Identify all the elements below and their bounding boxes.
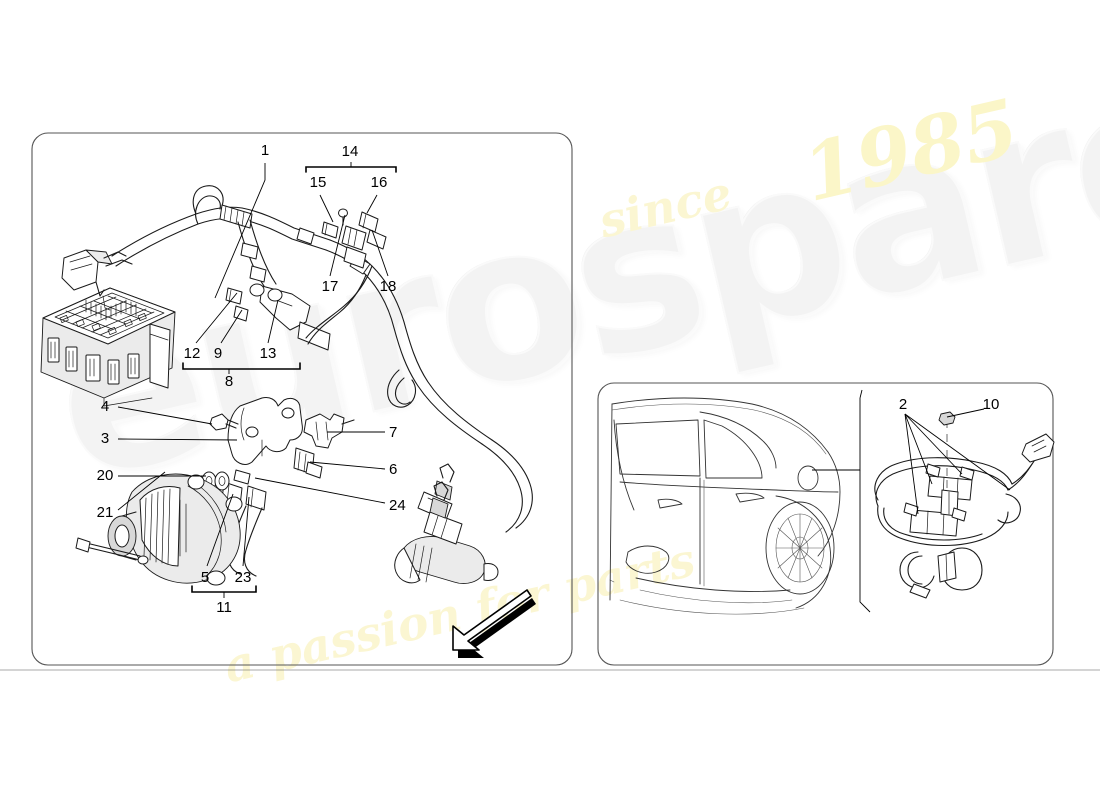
callout-label-10: 10 [982,396,1000,413]
starter-motor [394,481,499,584]
callout-leader-21 [117,471,166,511]
alternator [75,473,243,586]
callout-label-4: 4 [100,398,110,415]
clamp-6 [293,447,323,479]
callout-label-24: 24 [389,497,406,514]
callout-label-1: 1 [260,142,270,159]
callout-label-11: 11 [216,599,232,616]
callout-label-5: 5 [200,569,210,586]
nut-10 [938,411,956,426]
vehicle-rear-three-quarter-view [609,397,841,615]
callout-label-17: 17 [321,278,339,295]
callout-label-20: 20 [96,467,114,484]
fastener-group-14 [321,208,387,269]
callout-label-2: 2 [898,396,908,413]
callout-leader-6 [309,461,386,470]
callout-label-12: 12 [183,345,201,362]
connector-7 [303,413,355,449]
callout-leader-13 [267,299,279,344]
callout-label-8: 8 [224,373,234,390]
fastener-group-8 [225,283,283,322]
callout-leader-4 [117,406,213,425]
leader-lines-vehicle [946,408,985,418]
callout-leader-17 [329,214,346,277]
vehicle-callout-leader [812,398,861,471]
callout-leader-3 [117,438,238,441]
callout-leader-23 [242,496,250,567]
vehicle-location-panel [597,382,1054,666]
callout-leader-18 [371,229,389,277]
fuse-box [40,287,176,407]
callout-leader-1 [214,163,266,299]
callout-leader-9 [220,309,243,344]
callout-leader-10 [946,408,985,418]
callout-label-14: 14 [341,143,359,160]
callout-label-18: 18 [379,278,397,295]
orientation-arrow [452,589,536,658]
callout-label-15: 15 [309,174,327,191]
callout-leader-16 [366,194,378,214]
main-assembly-artwork [40,162,536,658]
vehicle-callout-leader-tick [859,389,863,399]
callout-label-23: 23 [234,569,252,586]
callout-label-21: 21 [96,504,114,521]
callout-label-16: 16 [370,174,388,191]
callout-label-9: 9 [213,345,223,362]
callout-label-7: 7 [389,424,398,441]
callout-label-6: 6 [389,461,398,478]
mounting-bracket [209,397,303,465]
leader-lines-main [117,163,389,567]
callout-leader-15 [319,194,334,223]
callout-leader-5 [206,493,234,567]
main-assembly-panel [31,132,573,666]
battery-clamp-assembly [874,411,1055,599]
vehicle-callout-leader-lower [859,470,871,613]
callout-label-13: 13 [259,345,277,362]
item2-leaders [904,413,1011,515]
vehicle-panel-artwork [609,389,1055,615]
group-brackets [182,162,397,598]
callout-leader-12 [195,292,238,344]
callout-leader-24 [254,477,386,504]
callout-label-3: 3 [100,430,110,447]
